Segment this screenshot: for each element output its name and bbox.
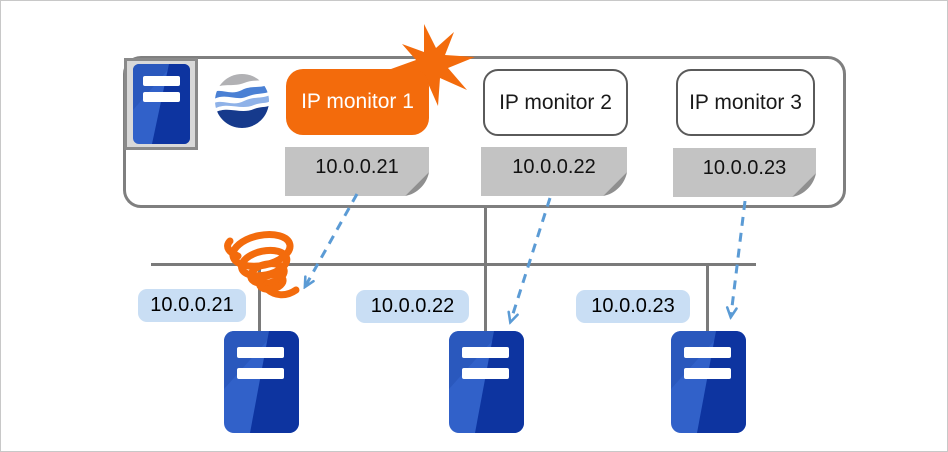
folded-corner-icon [792,173,816,197]
disconnect-coil-icon [224,231,300,299]
server-ip-label-3: 10.0.0.23 [576,290,690,323]
ip-monitor-1-label: IP monitor 1 [301,90,414,113]
coil-tail-top [224,237,242,260]
ip-note-2: 10.0.0.22 [481,147,627,196]
host-server-frame [124,58,198,150]
ip-monitor-2-label: IP monitor 2 [499,90,612,114]
wave-globe-logo-icon [215,74,269,128]
server-icon [449,331,524,433]
ip-note-1: 10.0.0.21 [285,147,429,196]
folded-corner-icon [603,172,627,196]
ping-arrow-2 [511,197,552,320]
server-ip-label-1: 10.0.0.21 [138,289,246,322]
server-ip-label-1-text: 10.0.0.21 [150,294,234,316]
ip-note-2-text: 10.0.0.22 [512,156,596,178]
target-server-2 [449,331,524,433]
server-ip-label-3-text: 10.0.0.23 [591,295,675,317]
server-icon [671,331,746,433]
target-server-1 [224,331,299,433]
node-ip-monitor-3: IP monitor 3 [676,69,815,136]
ip-note-3: 10.0.0.23 [673,148,816,197]
node-ip-monitor-2: IP monitor 2 [483,69,628,136]
monitor-host-box: IP monitor 1 IP monitor 2 IP monitor 3 1… [123,24,846,208]
ip-note-1-text: 10.0.0.21 [315,156,399,178]
folded-corner-icon [405,172,429,196]
node-ip-monitor-1: IP monitor 1 [286,69,429,135]
ping-arrow-3 [731,200,747,315]
ip-monitor-3-label: IP monitor 3 [689,90,802,114]
target-server-3 [671,331,746,433]
server-icon [224,331,299,433]
ip-note-3-text: 10.0.0.23 [702,157,787,179]
coil-tail-bottom [263,285,300,299]
server-ip-label-2-text: 10.0.0.22 [370,295,455,317]
host-server-icon [132,64,190,144]
server-ip-label-2: 10.0.0.22 [356,290,469,323]
